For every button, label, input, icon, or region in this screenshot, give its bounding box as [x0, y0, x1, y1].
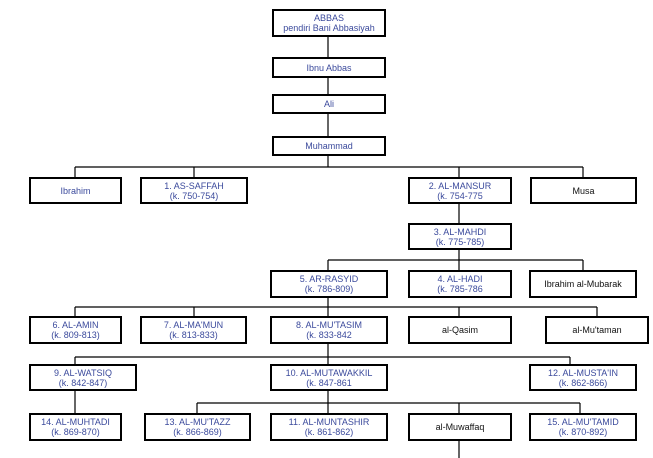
node-sub: (k. 754-775: [437, 190, 483, 201]
node-label: Ibrahim: [60, 185, 91, 196]
node-as-saffah: 1. AS-SAFFAH (k. 750-754): [140, 177, 248, 204]
node-label: Ali: [323, 99, 334, 109]
node-sub: (k. 775-785): [435, 236, 485, 247]
node-sub: (k. 861-862): [304, 427, 354, 437]
node-al-mutazz: 13. AL-MU'TAZZ (k. 866-869): [144, 413, 251, 441]
node-al-mamun: 7. AL-MA'MUN (k. 813-833): [140, 316, 247, 344]
node-abbas: ABBAS pendiri Bani Abbasiyah: [272, 9, 386, 37]
node-label: 7. AL-MA'MUN: [163, 320, 224, 330]
node-label: Musa: [572, 185, 595, 196]
node-label: 6. AL-AMIN: [52, 320, 99, 330]
node-sub: (k. 809-813): [51, 330, 100, 340]
node-label: 4. AL-HADI: [437, 274, 483, 284]
node-ibrahim: Ibrahim: [29, 177, 122, 204]
node-al-mustain: 12. AL-MUSTA'IN (k. 862-866): [529, 364, 637, 391]
node-ar-rasyid: 5. AR-RASYID (k. 786-809): [270, 270, 388, 298]
node-sub: (k. 750-754): [169, 190, 219, 201]
node-sub: (k. 786-809): [304, 284, 354, 294]
node-sub: (k. 869-870): [51, 427, 100, 437]
node-al-hadi: 4. AL-HADI (k. 785-786: [408, 270, 512, 298]
node-label: 10. AL-MUTAWAKKIL: [285, 367, 373, 378]
node-label: 8. AL-MU'TASIM: [295, 320, 363, 330]
node-muhammad: Muhammad: [272, 136, 386, 156]
node-label: Ibnu Abbas: [306, 62, 352, 73]
node-musa: Musa: [530, 177, 637, 204]
node-label: 2. AL-MANSUR: [428, 180, 492, 191]
node-label: 1. AS-SAFFAH: [164, 180, 224, 191]
node-sub: pendiri Bani Abbasiyah: [283, 23, 375, 33]
node-label: 12. AL-MUSTA'IN: [547, 367, 619, 378]
node-label: al-Mu'taman: [572, 325, 622, 335]
node-sub: (k. 785-786: [437, 284, 483, 294]
node-sub: (k. 847-861: [306, 377, 352, 388]
node-label: 13. AL-MU'TAZZ: [164, 417, 231, 427]
node-al-muntashir: 11. AL-MUNTASHIR (k. 861-862): [270, 413, 388, 441]
node-sub: (k. 842-847): [58, 377, 108, 388]
node-al-amin: 6. AL-AMIN (k. 809-813): [29, 316, 122, 344]
node-label: Ibrahim al-Mubarak: [544, 279, 622, 289]
node-sub: (k. 870-892): [558, 427, 608, 437]
node-al-qasim: al-Qasim: [408, 316, 512, 344]
node-label: 11. AL-MUNTASHIR: [288, 417, 370, 427]
node-label: ABBAS: [313, 13, 344, 23]
node-label: 5. AR-RASYID: [299, 274, 359, 284]
node-sub: (k. 813-833): [169, 330, 218, 340]
node-al-muhtadi: 14. AL-MUHTADI (k. 869-870): [29, 413, 122, 441]
node-al-watsiq: 9. AL-WATSIQ (k. 842-847): [29, 364, 137, 391]
node-al-muwaffaq: al-Muwaffaq: [408, 413, 512, 441]
node-al-mutawakkil: 10. AL-MUTAWAKKIL (k. 847-861: [270, 364, 388, 391]
node-al-mansur: 2. AL-MANSUR (k. 754-775: [408, 177, 512, 204]
node-al-mutamid: 15. AL-MU'TAMID (k. 870-892): [529, 413, 637, 441]
node-label: al-Qasim: [441, 325, 478, 335]
node-ali: Ali: [272, 94, 386, 114]
node-al-mutaman: al-Mu'taman: [545, 316, 649, 344]
node-label: Muhammad: [305, 141, 353, 151]
node-sub: (k. 833-842: [306, 330, 352, 340]
node-al-mutasim: 8. AL-MU'TASIM (k. 833-842: [270, 316, 388, 344]
node-label: 15. AL-MU'TAMID: [547, 417, 619, 427]
node-sub: (k. 862-866): [558, 377, 608, 388]
node-sub: (k. 866-869): [173, 427, 222, 437]
node-ibnu-abbas: Ibnu Abbas: [272, 57, 386, 78]
node-al-mahdi: 3. AL-MAHDI (k. 775-785): [408, 223, 512, 250]
node-ibrahim-al-mubarak: Ibrahim al-Mubarak: [529, 270, 637, 298]
node-label: al-Muwaffaq: [435, 422, 485, 432]
node-label: 9. AL-WATSIQ: [53, 367, 112, 378]
node-label: 14. AL-MUHTADI: [41, 417, 110, 427]
node-label: 3. AL-MAHDI: [433, 226, 487, 237]
